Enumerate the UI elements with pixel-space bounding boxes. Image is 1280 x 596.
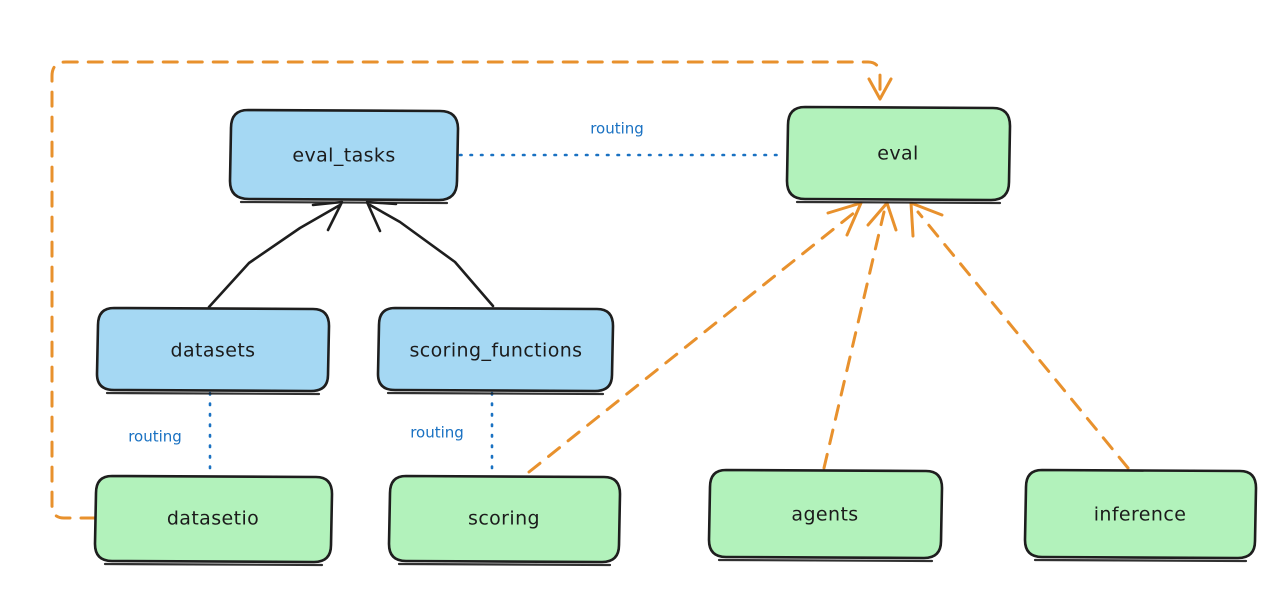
edge-datasetio-eval-path — [50, 60, 882, 520]
node-agents[interactable]: agents — [707, 468, 944, 563]
node-datasets-label: datasets — [171, 340, 256, 362]
node-inference[interactable]: inference — [1023, 468, 1258, 563]
edge-agents-eval-path — [822, 210, 886, 470]
edge-datasetio-eval-arrowhead — [867, 77, 893, 101]
node-agents-shape — [707, 468, 944, 560]
node-datasetio-sketch-shadow — [103, 562, 324, 567]
node-scoring-functions-label: scoring_functions — [410, 340, 583, 362]
node-inference-shape — [1023, 468, 1258, 560]
node-datasetio[interactable]: datasetio — [93, 474, 334, 567]
node-layer: eval_tasks eval datasets scoring_functio… — [93, 105, 1258, 567]
edge-label-routing-left: routing — [128, 428, 182, 446]
node-inference-sketch-shadow — [1033, 558, 1248, 563]
edge-datasetio-eval — [50, 60, 893, 520]
edge-inference-eval — [909, 201, 1130, 470]
node-scoring-label: scoring — [468, 508, 540, 530]
edge-scoring-functions-eval-tasks-path — [368, 203, 495, 308]
edge-label-routing-top: routing — [590, 120, 644, 138]
node-datasetio-shape — [93, 474, 334, 564]
node-eval-sketch-shadow — [795, 200, 1002, 205]
node-eval[interactable]: eval — [785, 105, 1012, 205]
node-inference-label: inference — [1094, 504, 1187, 526]
edge-inference-eval-arrowhead — [909, 201, 944, 238]
node-scoring-shape — [387, 474, 622, 564]
edge-datasets-eval-tasks — [207, 200, 344, 309]
node-scoring-functions[interactable]: scoring_functions — [376, 306, 615, 396]
node-agents-sketch-shadow — [717, 558, 934, 563]
edge-scoring-functions-eval-tasks — [365, 200, 495, 308]
edge-label-routing-middle: routing — [410, 424, 464, 442]
node-scoring-functions-sketch-shadow — [386, 391, 605, 396]
edge-inference-eval-path — [916, 210, 1130, 470]
edge-label-layer: routing routing routing — [128, 120, 644, 446]
edge-agents-eval — [822, 201, 898, 470]
edge-datasets-eval-tasks-path — [207, 203, 342, 309]
node-eval-tasks-sketch-shadow — [239, 200, 449, 205]
node-datasets-sketch-shadow — [105, 391, 321, 396]
node-agents-label: agents — [791, 504, 858, 526]
node-eval-shape — [785, 105, 1012, 202]
node-scoring-sketch-shadow — [397, 562, 612, 567]
node-eval-tasks-label: eval_tasks — [292, 145, 395, 167]
node-scoring[interactable]: scoring — [387, 474, 622, 567]
edge-scoring-eval-path — [527, 210, 857, 474]
node-eval-label: eval — [877, 143, 918, 165]
node-scoring-functions-shape — [376, 306, 615, 393]
node-eval-tasks-shape — [228, 108, 460, 202]
node-datasets[interactable]: datasets — [95, 306, 331, 396]
node-eval-tasks[interactable]: eval_tasks — [228, 108, 460, 205]
node-datasetio-label: datasetio — [167, 508, 259, 530]
node-datasets-shape — [95, 306, 331, 393]
